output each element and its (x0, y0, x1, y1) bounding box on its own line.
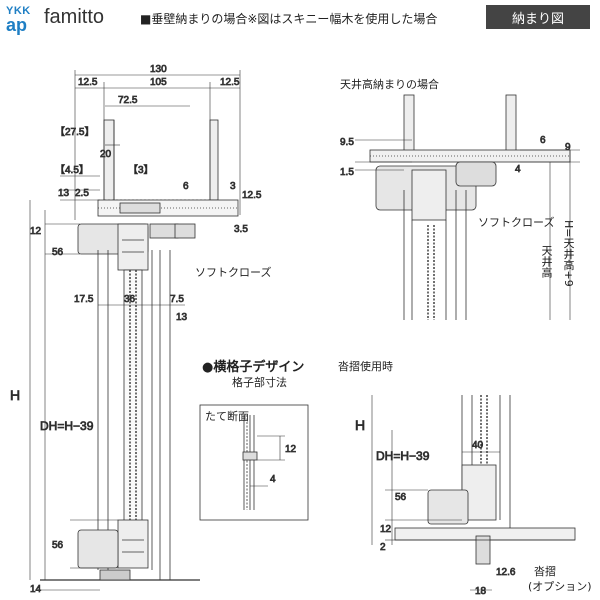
label-section: たて断面 (205, 410, 249, 423)
dim-r-1-5: 1.5 (340, 167, 354, 178)
door-frame-top (117, 223, 149, 271)
label-option: (オプション) (528, 580, 592, 593)
dim-l-12: 12 (285, 444, 297, 455)
dim-4-5: 【4.5】 (55, 164, 89, 176)
ceiling-door-frame (411, 169, 447, 221)
dim-6: 6 (183, 181, 189, 192)
dim-72-5: 72.5 (118, 95, 138, 106)
dim-3: 3 (230, 181, 236, 192)
lattice-glass (123, 269, 143, 526)
wall-top-right (209, 119, 219, 201)
lattice-section-frame (199, 404, 309, 521)
ceiling-wall-left (403, 94, 415, 156)
label-ceiling-height: 天井高 (540, 245, 553, 278)
dim-12-5-right: 12.5 (220, 77, 240, 88)
dim-56-top: 56 (52, 247, 64, 258)
dim-17-5: 17.5 (74, 294, 94, 305)
dim-105: 105 (150, 77, 167, 88)
dim-14: 14 (30, 584, 42, 595)
label-sliding-option: 沓摺 (534, 565, 556, 578)
diagram-subtitle: ■垂壁納まりの場合※図はスキニー幅木を使用した場合 (140, 12, 438, 26)
section-badge: 納まり図 (486, 5, 590, 29)
label-ceiling-fit: 天井高納まりの場合 (340, 78, 439, 91)
label-horizontal-design: ●横格子デザイン (202, 360, 305, 375)
label-soft-close-right: ソフトクローズ (478, 216, 555, 229)
dim-r-9-5: 9.5 (340, 137, 354, 148)
dim-13: 13 (58, 188, 70, 199)
dim-2-5: 2.5 (75, 188, 89, 199)
dim-b-56: 56 (395, 492, 407, 503)
dim-r-9: 9 (565, 142, 571, 153)
brand-name: famitto (44, 6, 105, 28)
dim-27-5: 【27.5】 (55, 126, 94, 138)
dim-b-12: 12 (380, 524, 392, 535)
logo-top-text: YKK (6, 5, 31, 17)
dim-56-bottom: 56 (52, 540, 64, 551)
dim-l-4: 4 (270, 474, 276, 485)
label-lattice-dims: 格子部寸法 (232, 376, 287, 389)
logo-bottom-text: ap (6, 15, 28, 35)
ceiling-wall-right (505, 94, 517, 156)
dim-130: 130 (150, 64, 167, 75)
wall-top-left (103, 119, 115, 211)
dim-b-12-6: 12.6 (496, 567, 516, 578)
ykk-ap-logo: YKK ap (6, 6, 38, 36)
dim-DH-left: DH=H−39 (40, 419, 94, 433)
dim-b-DH: DH=H−39 (376, 449, 430, 463)
dim-3-bracket: 【3】 (128, 164, 154, 176)
dim-r-4: 4 (515, 164, 521, 175)
soft-close-unit-bottom (77, 529, 119, 569)
dim-12: 12 (30, 226, 42, 237)
dim-r-6: 6 (540, 135, 546, 146)
dim-b-2: 2 (380, 542, 386, 553)
dim-20: 20 (100, 149, 112, 160)
label-soft-close-left: ソフトクローズ (195, 266, 272, 279)
dim-13-b: 13 (176, 312, 188, 323)
dim-b-H: H (355, 417, 365, 433)
sill-soft-close (427, 489, 469, 525)
dim-12-5-left: 12.5 (78, 77, 98, 88)
dim-36: 36 (124, 294, 136, 305)
dim-b-18: 18 (475, 586, 487, 597)
label-sliding-use: 沓摺使用時 (338, 360, 393, 373)
dim-12-5-vertical: 12.5 (242, 190, 262, 201)
dim-b-40: 40 (472, 440, 484, 451)
door-frame-bottom (117, 519, 149, 569)
dim-3-5: 3.5 (234, 224, 248, 235)
dim-7-5: 7.5 (170, 294, 184, 305)
dim-H-left: H (10, 387, 20, 403)
label-h-ceiling: H=天井高+9 (562, 220, 575, 287)
